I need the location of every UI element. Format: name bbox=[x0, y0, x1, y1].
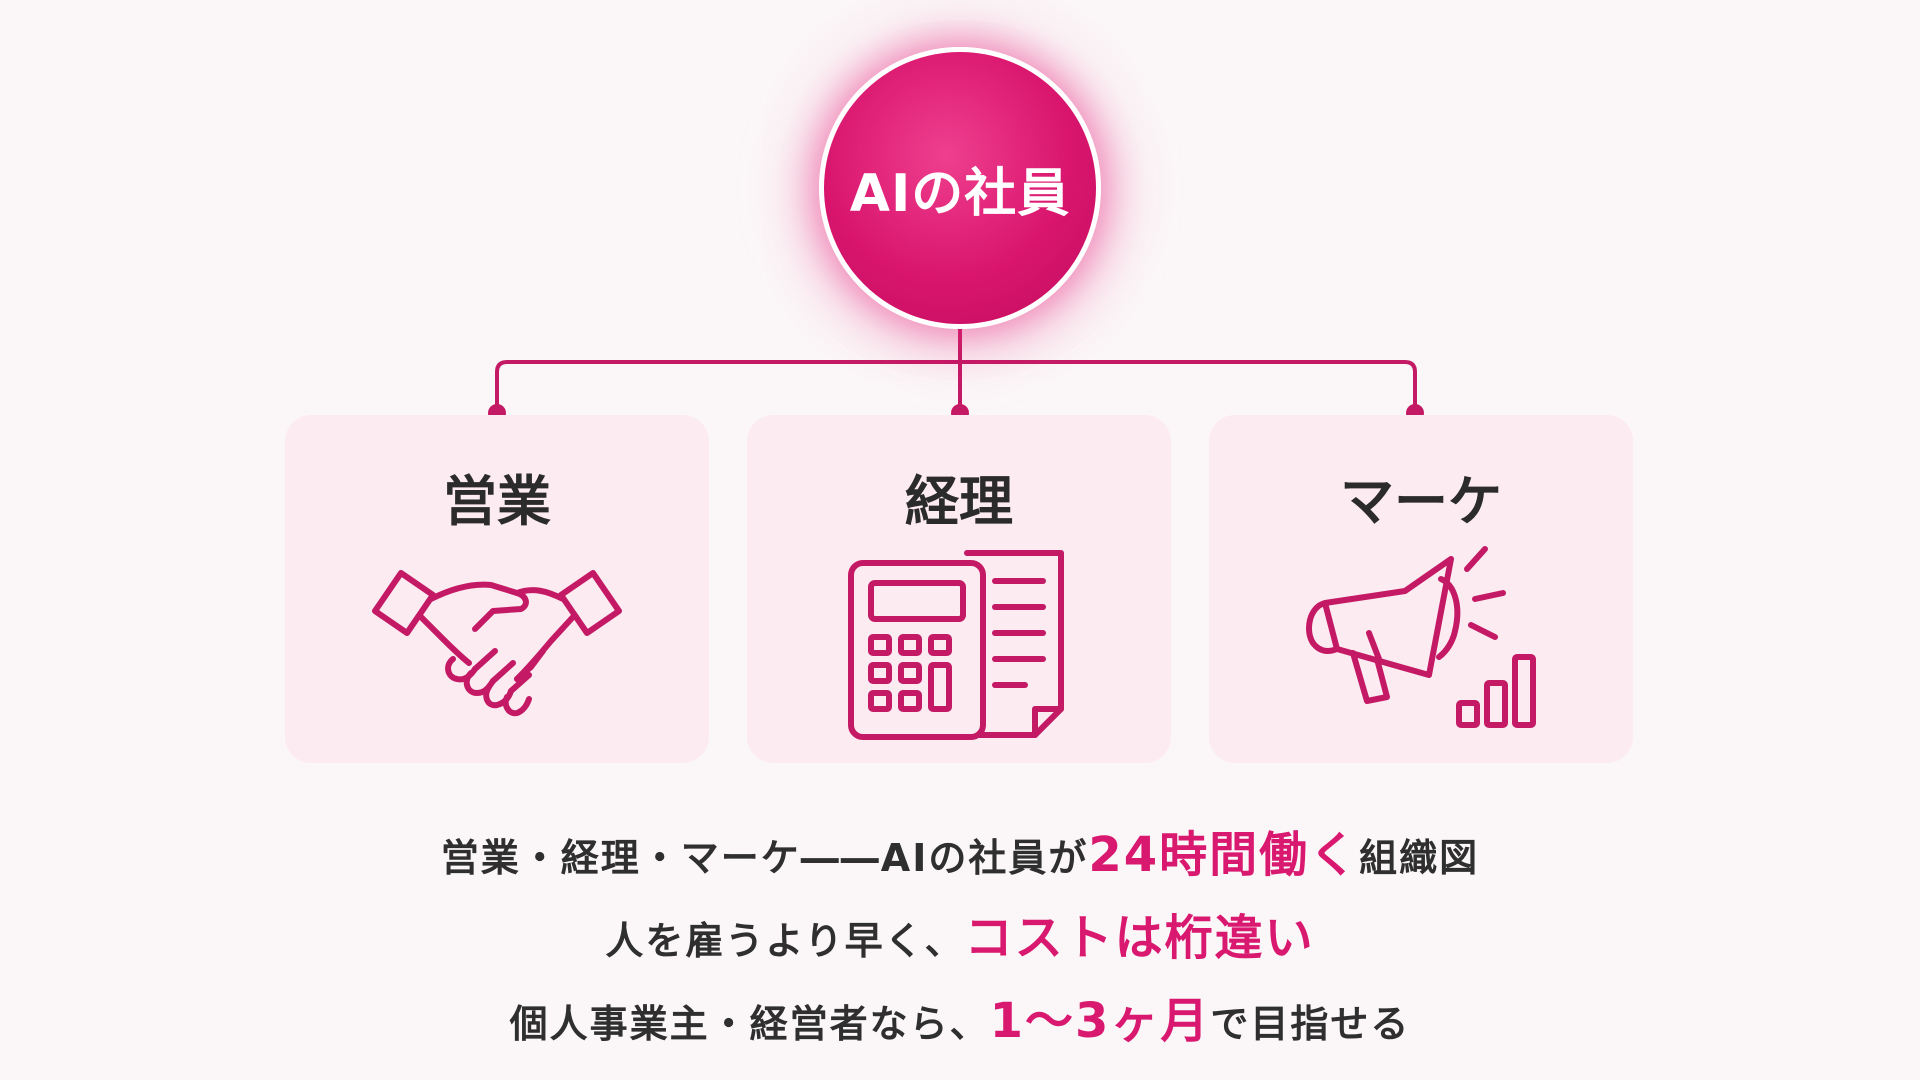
caption-text: で目指せる bbox=[1210, 1002, 1411, 1046]
caption-text: 組織図 bbox=[1359, 836, 1480, 880]
ai-employee-label: AIの社員 bbox=[849, 163, 1071, 224]
megaphone-chart-icon bbox=[1306, 546, 1536, 728]
department-card-marketing: マーケ bbox=[1209, 415, 1633, 763]
handshake-icon bbox=[372, 570, 622, 717]
department-title: 経理 bbox=[905, 470, 1013, 533]
caption-highlight: 24時間働く bbox=[1088, 827, 1360, 883]
caption-line-3: 個人事業主・経営者なら、1〜3ヶ月で目指せる bbox=[0, 981, 1920, 1051]
caption-text: 個人事業主・経営者なら、 bbox=[509, 1002, 990, 1046]
calculator-document-icon bbox=[848, 550, 1064, 740]
caption-highlight: コストは桁違い bbox=[964, 910, 1315, 966]
caption-highlight: 1〜3ヶ月 bbox=[989, 993, 1211, 1049]
caption-text: 営業・経理・マーケ――AIの社員が bbox=[440, 836, 1089, 880]
department-card-accounting: 経理 bbox=[747, 415, 1171, 763]
caption-line-1: 営業・経理・マーケ――AIの社員が24時間働く組織図 bbox=[0, 815, 1920, 885]
caption-text: 人を雇うより早く、 bbox=[605, 919, 965, 963]
caption-line-2: 人を雇うより早く、コストは桁違い bbox=[0, 898, 1920, 968]
department-title: 営業 bbox=[443, 470, 551, 533]
department-card-sales: 営業 bbox=[285, 415, 709, 763]
department-title: マーケ bbox=[1340, 470, 1502, 533]
ai-employee-node: AIの社員 bbox=[819, 47, 1101, 329]
